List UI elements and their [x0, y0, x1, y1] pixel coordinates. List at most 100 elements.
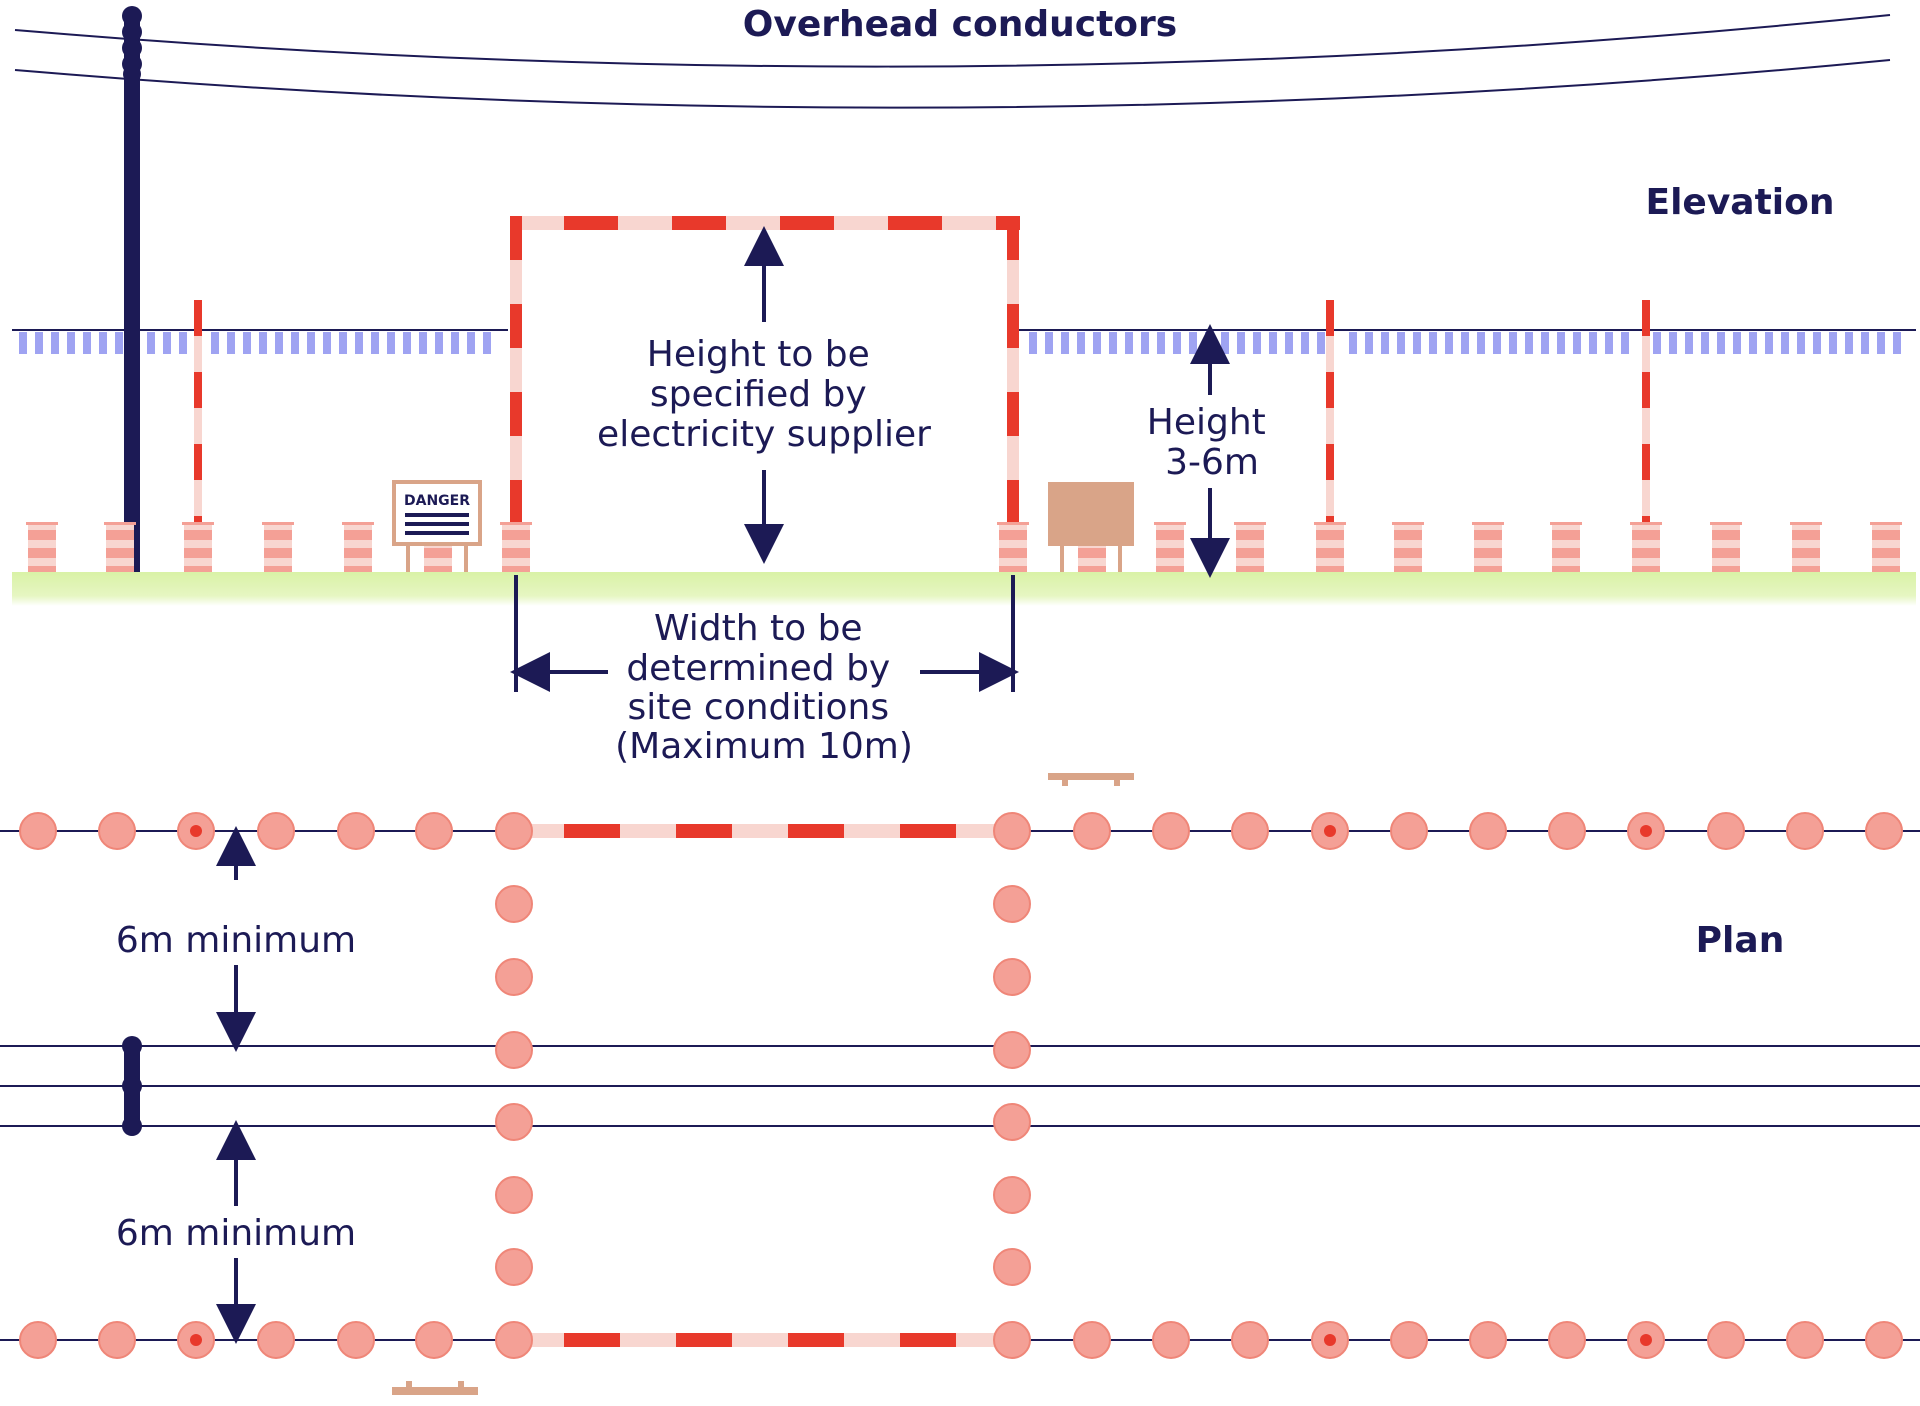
width-line-1: Width to be: [654, 608, 863, 649]
barrel-band: [1394, 530, 1422, 540]
bunting-flag: [1557, 332, 1565, 354]
plan-marker: [1152, 812, 1190, 850]
goalpost-height-line-3: electricity supplier: [597, 414, 931, 455]
barrel-band: [1632, 548, 1660, 558]
barrel-band: [1316, 548, 1344, 558]
barrel-rim: [104, 522, 136, 525]
plan-marker-post: [190, 825, 202, 837]
plan-marker: [993, 1103, 1031, 1141]
barrel-band: [264, 524, 292, 530]
barrel-band: [1552, 558, 1580, 566]
support-pole-segment: [194, 336, 202, 372]
barrel-band: [264, 530, 292, 540]
goalpost-post-segment: [1007, 304, 1019, 348]
plan-marker: [19, 812, 57, 850]
barrel-band: [1394, 548, 1422, 558]
plan-marker: [1231, 812, 1269, 850]
barrel-band: [344, 530, 372, 540]
bunting-flag: [1253, 332, 1261, 354]
goalpost-post-segment: [510, 392, 522, 436]
barrel-rim: [1472, 522, 1504, 525]
barrel-band: [502, 558, 530, 566]
plan-marker: [1073, 1321, 1111, 1359]
barrel-band: [1236, 540, 1264, 548]
barrel-band: [1156, 548, 1184, 558]
barrel-rim: [182, 522, 214, 525]
barrel-band: [1632, 540, 1660, 548]
bunting-flag: [355, 332, 363, 354]
plan-marker: [257, 1321, 295, 1359]
barrel: [500, 522, 532, 572]
plan-conductors: [0, 1045, 1920, 1127]
goalpost-post-segment: [510, 436, 522, 480]
barrel-band: [28, 558, 56, 566]
goalpost-crossbar-segment: [942, 216, 996, 230]
bunting-flag: [1157, 332, 1165, 354]
goalpost-crossbar-segment: [726, 216, 780, 230]
barrel-band: [1552, 530, 1580, 540]
plan-marker-post: [1640, 1334, 1652, 1346]
bunting-flag: [1413, 332, 1421, 354]
distance-label-bottom: 6m minimum: [116, 1213, 356, 1254]
bunting-flag: [1381, 332, 1389, 354]
plan-crossbar-segment: [676, 1333, 732, 1347]
bunting-flag: [1653, 332, 1661, 354]
bunting-flag: [1077, 332, 1085, 354]
bunting-flag: [147, 332, 155, 354]
barrel: [1392, 522, 1424, 572]
barrel-band: [1712, 566, 1740, 572]
plan-marker: [495, 1103, 533, 1141]
plan-marker: [495, 1176, 533, 1214]
plan-marker: [495, 958, 533, 996]
goalpost-post-segment: [1007, 260, 1019, 304]
bunting-flag: [467, 332, 475, 354]
barrel-band: [502, 540, 530, 548]
barrel-band: [1236, 530, 1264, 540]
goalpost-crossbar-segment: [780, 216, 834, 230]
bunting-flag: [259, 332, 267, 354]
bunting-flag: [419, 332, 427, 354]
bunting-flag: [1493, 332, 1501, 354]
sign-back: [1048, 482, 1134, 572]
support-pole-segment: [1642, 480, 1650, 516]
plan-section-label: Plan: [1696, 920, 1785, 961]
bunting-flag: [1765, 332, 1773, 354]
bunting-flag: [1621, 332, 1629, 354]
barrel-band: [184, 530, 212, 540]
barrel-rim: [500, 522, 532, 525]
bunting-flag: [211, 332, 219, 354]
goalpost-height-label: Height to be specified by electricity su…: [597, 334, 931, 455]
barrel-band: [106, 524, 134, 530]
plan-marker: [1469, 1321, 1507, 1359]
plan-marker: [1865, 1321, 1903, 1359]
goalpost-post-segment: [1007, 216, 1019, 260]
barrel-band: [1474, 540, 1502, 548]
plan-markers: [19, 812, 1903, 1359]
barrel-band: [1712, 530, 1740, 540]
plan-crossbar-segment: [844, 824, 900, 838]
goalpost-crossbar-segment: [618, 216, 672, 230]
bunting-left: [12, 329, 508, 354]
barrel-band: [184, 566, 212, 572]
bunting-flag: [163, 332, 171, 354]
barrel-band: [1236, 558, 1264, 566]
plan-marker-post: [1640, 825, 1652, 837]
plan-marker: [1865, 812, 1903, 850]
bunting-flag: [1349, 332, 1357, 354]
goalpost-post-segment: [510, 480, 522, 524]
barrel: [26, 522, 58, 572]
bunting-flag: [1893, 332, 1901, 354]
support-pole-segment: [1642, 300, 1650, 336]
bunting-flag: [1189, 332, 1197, 354]
plan-pole: [122, 1036, 142, 1136]
barrel-band: [344, 524, 372, 530]
barrel-band: [1156, 540, 1184, 548]
barrel-band: [1236, 566, 1264, 572]
bunting-flag: [1573, 332, 1581, 354]
barrel-band: [28, 540, 56, 548]
barrel-band: [1316, 530, 1344, 540]
barrel-band: [184, 558, 212, 566]
plan-marker: [1707, 1321, 1745, 1359]
barrel-band: [1394, 558, 1422, 566]
